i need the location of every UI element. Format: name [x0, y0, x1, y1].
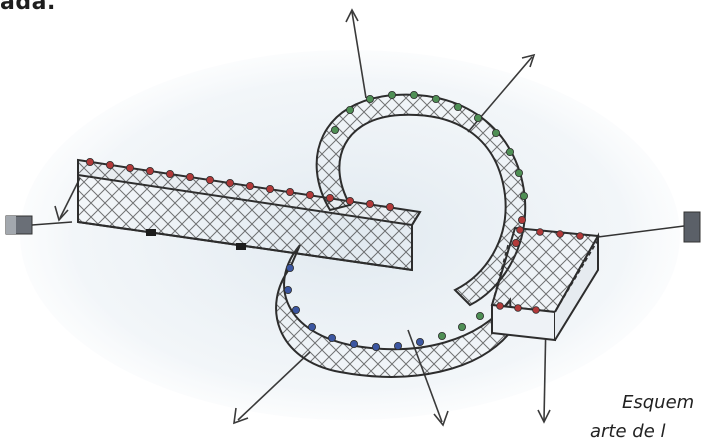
right-magnet: [684, 212, 700, 242]
caption-line-1: Esquem: [622, 392, 694, 413]
caption-line-2: arte de l: [590, 421, 666, 442]
cropped-heading-text: ada.: [0, 0, 56, 15]
right-block-front: [492, 305, 555, 340]
